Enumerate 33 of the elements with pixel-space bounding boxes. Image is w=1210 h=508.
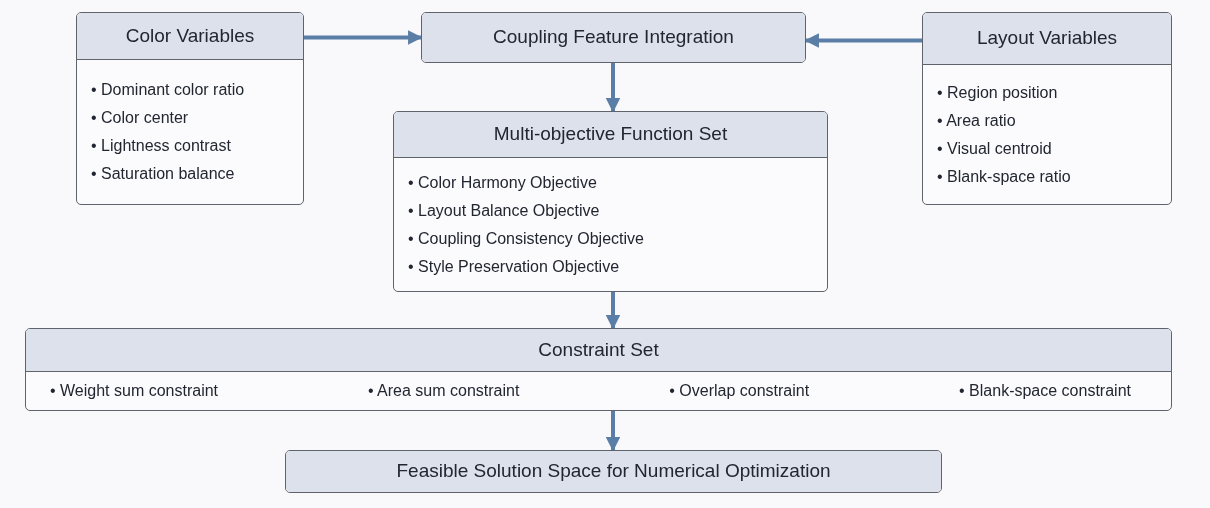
process-box — [76, 12, 304, 205]
arrow — [804, 33, 922, 48]
arrow — [304, 30, 423, 45]
box-heading: Multi-objective Function Set — [493, 122, 728, 147]
box-heading: Coupling Feature Integration — [493, 25, 734, 50]
list-item: • Weight sum constraint — [50, 381, 219, 401]
list-item: • Color Harmony Objective — [408, 172, 598, 193]
box-heading: Layout Variables — [976, 26, 1118, 51]
box-heading: Color Variables — [125, 23, 255, 48]
process-box — [421, 12, 806, 63]
list-item: • Area sum constraint — [367, 381, 520, 401]
box-heading: Feasible Solution Space for Numerical Optimization — [396, 459, 831, 484]
arrow — [605, 411, 621, 452]
box-heading: Constraint Set — [538, 337, 659, 362]
process-box — [285, 450, 942, 493]
list-item: • Color center — [91, 108, 190, 128]
arrow — [605, 292, 621, 330]
process-box — [25, 328, 1172, 411]
list-item: • Style Preservation Objective — [408, 256, 621, 277]
list-item: • Region position — [937, 82, 1059, 103]
list-item: • Area ratio — [937, 110, 1017, 131]
list-item: • Dominant color ratio — [91, 80, 246, 100]
process-box — [393, 111, 828, 292]
list-item: • Layout Balance Objective — [408, 200, 601, 221]
list-item: • Saturation balance — [91, 164, 236, 184]
process-box — [922, 12, 1172, 205]
arrow — [605, 63, 621, 113]
list-item: • Coupling Consistency Objective — [408, 228, 645, 249]
list-item: • Blank-space ratio — [937, 166, 1072, 187]
list-item: • Lightness contrast — [91, 136, 232, 156]
list-item: • Overlap constraint — [669, 381, 810, 401]
list-item: • Blank-space constraint — [959, 381, 1131, 401]
list-item: • Visual centroid — [937, 138, 1053, 159]
